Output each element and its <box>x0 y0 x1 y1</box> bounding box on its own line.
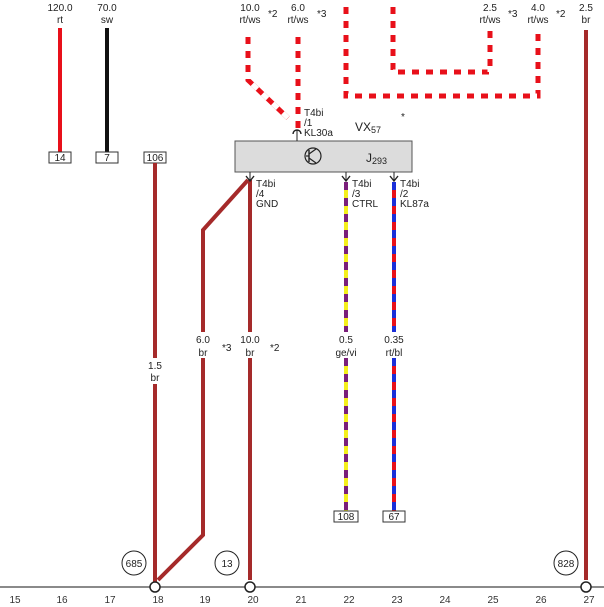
col-20: 20 <box>247 595 259 606</box>
w16-gauge: 120.0 <box>47 3 72 14</box>
w22-gauge: 0.5 <box>339 335 353 346</box>
wire-20-top[interactable] <box>245 30 290 120</box>
col-17: 17 <box>104 595 116 606</box>
w20top-color: rt/ws <box>239 15 260 26</box>
w17-gauge: 70.0 <box>97 3 117 14</box>
w20-gauge: 10.0 <box>240 335 260 346</box>
w19-gauge: 6.0 <box>196 335 210 346</box>
w19-color: br <box>199 348 209 359</box>
svg-text:685: 685 <box>126 559 143 570</box>
module-asterisk: * <box>401 112 405 123</box>
connector-14[interactable]: 14 <box>48 151 72 164</box>
pin-top-l3: KL30a <box>304 128 333 139</box>
svg-text:13: 13 <box>221 559 233 570</box>
wire-loop-inner[interactable] <box>390 0 493 75</box>
component-label: J293 <box>366 151 387 166</box>
connector-7[interactable]: 7 <box>95 151 119 164</box>
w22-color: ge/vi <box>335 348 356 359</box>
wire-19[interactable] <box>156 178 250 582</box>
connector-106[interactable]: 106 <box>143 151 167 164</box>
w18-gauge: 1.5 <box>148 361 162 372</box>
ground-point-20[interactable] <box>244 581 256 593</box>
pin-top-l1: T4bi <box>304 108 323 119</box>
svg-text:106: 106 <box>147 153 164 164</box>
pin-top-l2: /1 <box>304 118 313 129</box>
pin-kl87a-l2: /2 <box>400 189 409 200</box>
col-23: 23 <box>391 595 403 606</box>
ground-point-18[interactable] <box>149 581 161 593</box>
w17-color: sw <box>101 15 114 26</box>
pin-gnd-l2: /4 <box>256 189 265 200</box>
col-21: 21 <box>295 595 307 606</box>
w21top-note: *3 <box>317 9 327 20</box>
pin-gnd-arrow <box>245 172 255 183</box>
w19-note: *3 <box>222 343 232 354</box>
w21top-color: rt/ws <box>287 15 308 26</box>
w25top-color: rt/ws <box>479 15 500 26</box>
w20-note: *2 <box>270 343 280 354</box>
ground-point-27[interactable] <box>580 581 592 593</box>
module-j293[interactable]: J293 <box>234 140 413 173</box>
svg-text:108: 108 <box>338 512 355 523</box>
svg-text:67: 67 <box>388 512 400 523</box>
w25top-note: *3 <box>508 9 518 20</box>
pin-gnd-l1: T4bi <box>256 179 275 190</box>
svg-text:14: 14 <box>54 153 66 164</box>
col-18: 18 <box>152 595 164 606</box>
w20top-gauge: 10.0 <box>240 3 260 14</box>
pin-gnd-l3: GND <box>256 199 278 210</box>
wire-loop-outer[interactable] <box>343 0 541 99</box>
w27-color: br <box>582 15 592 26</box>
w20top-note: *2 <box>268 9 278 20</box>
ground-685[interactable]: 685 <box>121 550 147 576</box>
w25top-gauge: 2.5 <box>483 3 497 14</box>
svg-text:7: 7 <box>104 153 110 164</box>
col-16: 16 <box>56 595 68 606</box>
ground-828[interactable]: 828 <box>553 550 579 576</box>
connector-67[interactable]: 67 <box>382 510 406 523</box>
col-15: 15 <box>9 595 21 606</box>
col-27: 27 <box>583 595 595 606</box>
svg-text:828: 828 <box>558 559 575 570</box>
column-numbers: 15 16 17 18 19 20 21 22 23 24 25 26 27 <box>9 595 595 606</box>
pin-kl87a-arrow <box>389 172 399 183</box>
pin-ctrl-l3: CTRL <box>352 199 379 210</box>
pin-ctrl-l1: T4bi <box>352 179 371 190</box>
ground-13[interactable]: 13 <box>214 550 240 576</box>
pin-ctrl-l2: /3 <box>352 189 361 200</box>
pin-ctrl-arrow <box>341 172 351 183</box>
col-22: 22 <box>343 595 355 606</box>
w20-color: br <box>246 348 256 359</box>
col-24: 24 <box>439 595 451 606</box>
w16-color: rt <box>57 15 63 26</box>
pin-kl87a-l1: T4bi <box>400 179 419 190</box>
col-19: 19 <box>199 595 211 606</box>
connector-108[interactable]: 108 <box>333 510 359 523</box>
w18-color: br <box>151 373 161 384</box>
w27-gauge: 2.5 <box>579 3 593 14</box>
col-26: 26 <box>535 595 547 606</box>
w23-gauge: 0.35 <box>384 335 404 346</box>
w26top-color: rt/ws <box>527 15 548 26</box>
pin-kl87a-l3: KL87a <box>400 199 429 210</box>
w21top-gauge: 6.0 <box>291 3 305 14</box>
module-name: VX57 <box>355 120 381 135</box>
w26top-gauge: 4.0 <box>531 3 545 14</box>
transistor-icon <box>304 147 322 165</box>
col-25: 25 <box>487 595 499 606</box>
w23-color: rt/bl <box>386 348 403 359</box>
w26top-note: *2 <box>556 9 566 20</box>
